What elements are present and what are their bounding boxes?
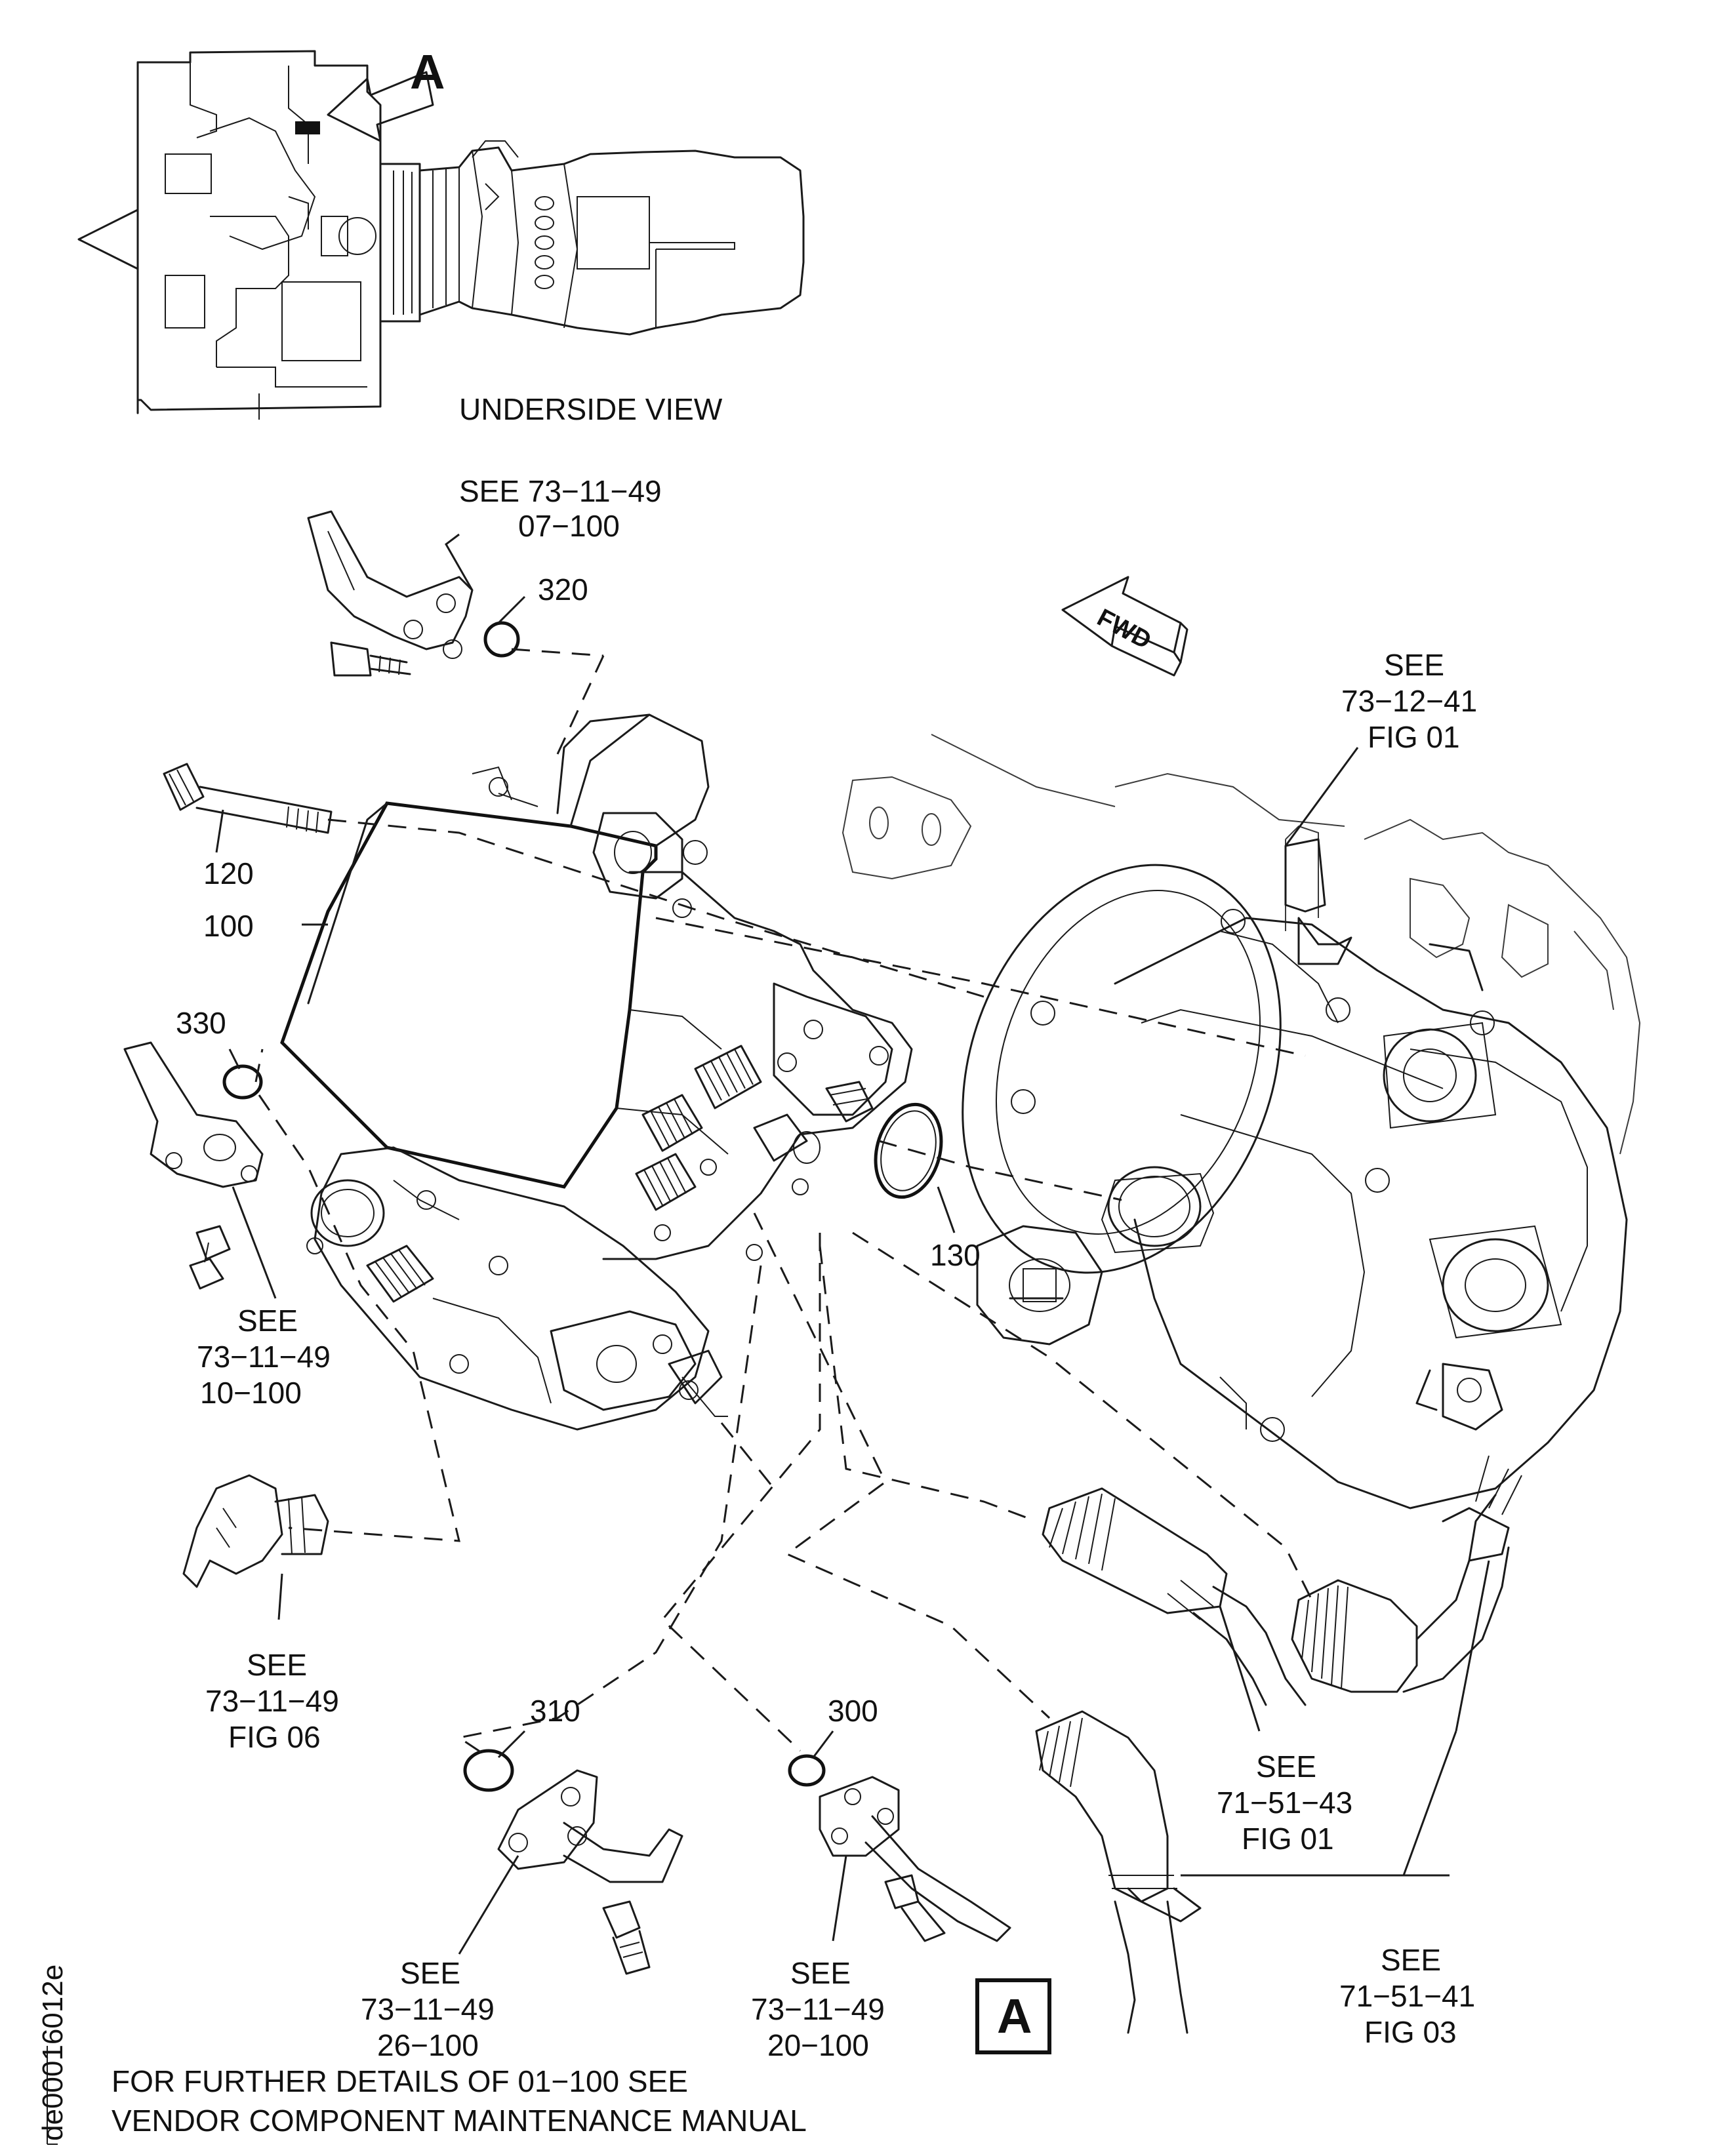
see-07-100-line1: SEE 73−11−49 (459, 474, 662, 508)
item-120-label: 120 (203, 856, 254, 890)
item-130-label: 130 (930, 1238, 981, 1272)
see-20-100-line1: SEE (790, 1956, 851, 1990)
o-ring-320 (483, 621, 520, 658)
item-320-label: 320 (538, 572, 588, 607)
figure-id: de00016012e (37, 1965, 69, 2145)
elbow-fitting-fig06 (182, 1474, 329, 1588)
see-10-100-line2: 73−11−49 (197, 1340, 331, 1374)
see-fig06-line3: FIG 06 (228, 1720, 321, 1754)
see-26-100-line3: 26−100 (377, 2028, 479, 2062)
pump-fittings (635, 1045, 874, 1261)
see-20-100-line2: 73−11−49 (751, 1992, 885, 2026)
item-300-label: 300 (828, 1694, 878, 1728)
item-100-label: 100 (203, 909, 254, 943)
callout-labels: SEE 73−11−49 07−100 320 SEE 73−12−41 FIG… (176, 474, 1477, 2062)
see-731241-line1: SEE (1384, 648, 1444, 682)
see-715143-line3: FIG 01 (1242, 1822, 1334, 1856)
bracket-10-100 (123, 1041, 264, 1290)
see-fig06-line1: SEE (247, 1648, 307, 1682)
see-715141-line1: SEE (1381, 1943, 1441, 1977)
bracket-07-100 (307, 510, 474, 677)
see-731241-line3: FIG 01 (1368, 720, 1460, 754)
bracket-20-100 (819, 1776, 1011, 1942)
fuel-pump-unit (280, 713, 913, 1431)
see-715143-line2: 71−51−43 (1217, 1786, 1352, 1820)
see-715141-line3: FIG 03 (1364, 2015, 1457, 2049)
o-ring-330 (222, 1064, 263, 1100)
see-07-100-line2: 07−100 (518, 509, 620, 543)
view-marker-box: A (975, 1978, 1051, 2054)
assembly-lines (254, 648, 1313, 1759)
see-fig06-line2: 73−11−49 (205, 1684, 339, 1718)
figure-id-label: de00016012e (37, 1965, 69, 2141)
fwd-label: FWD (1093, 604, 1156, 655)
see-715141-line2: 71−51−41 (1339, 1979, 1475, 2013)
inset-view-label: UNDERSIDE VIEW (459, 392, 723, 426)
see-731241-line2: 73−12−41 (1341, 684, 1477, 718)
see-10-100-line1: SEE (237, 1304, 298, 1338)
accessory-gearbox (962, 838, 1628, 1509)
o-ring-310 (463, 1749, 514, 1792)
see-10-100-line3: 10−100 (200, 1376, 302, 1410)
footer-note: FOR FURTHER DETAILS OF 01−100 SEE VENDOR… (112, 2064, 807, 2138)
item-310-label: 310 (530, 1694, 580, 1728)
footer-note-line2: VENDOR COMPONENT MAINTENANCE MANUAL (112, 2104, 807, 2138)
view-marker-letter: A (997, 1989, 1032, 2043)
see-26-100-line1: SEE (400, 1956, 460, 1990)
see-26-100-line2: 73−11−49 (361, 1992, 495, 2026)
see-20-100-line3: 20−100 (767, 2028, 869, 2062)
footer-note-line1: FOR FURTHER DETAILS OF 01−100 SEE (112, 2064, 688, 2098)
engine-underside-inset: A UNDERSIDE VIEW (77, 45, 805, 426)
fwd-arrow: FWD (1061, 576, 1188, 677)
inset-view-letter: A (410, 45, 445, 99)
see-715143-line1: SEE (1256, 1749, 1316, 1784)
bracket-26-100 (497, 1769, 683, 1975)
item-330-label: 330 (176, 1006, 226, 1040)
o-ring-300 (788, 1754, 826, 1787)
leader-lines (215, 533, 1490, 1955)
bolt-120 (163, 763, 333, 834)
